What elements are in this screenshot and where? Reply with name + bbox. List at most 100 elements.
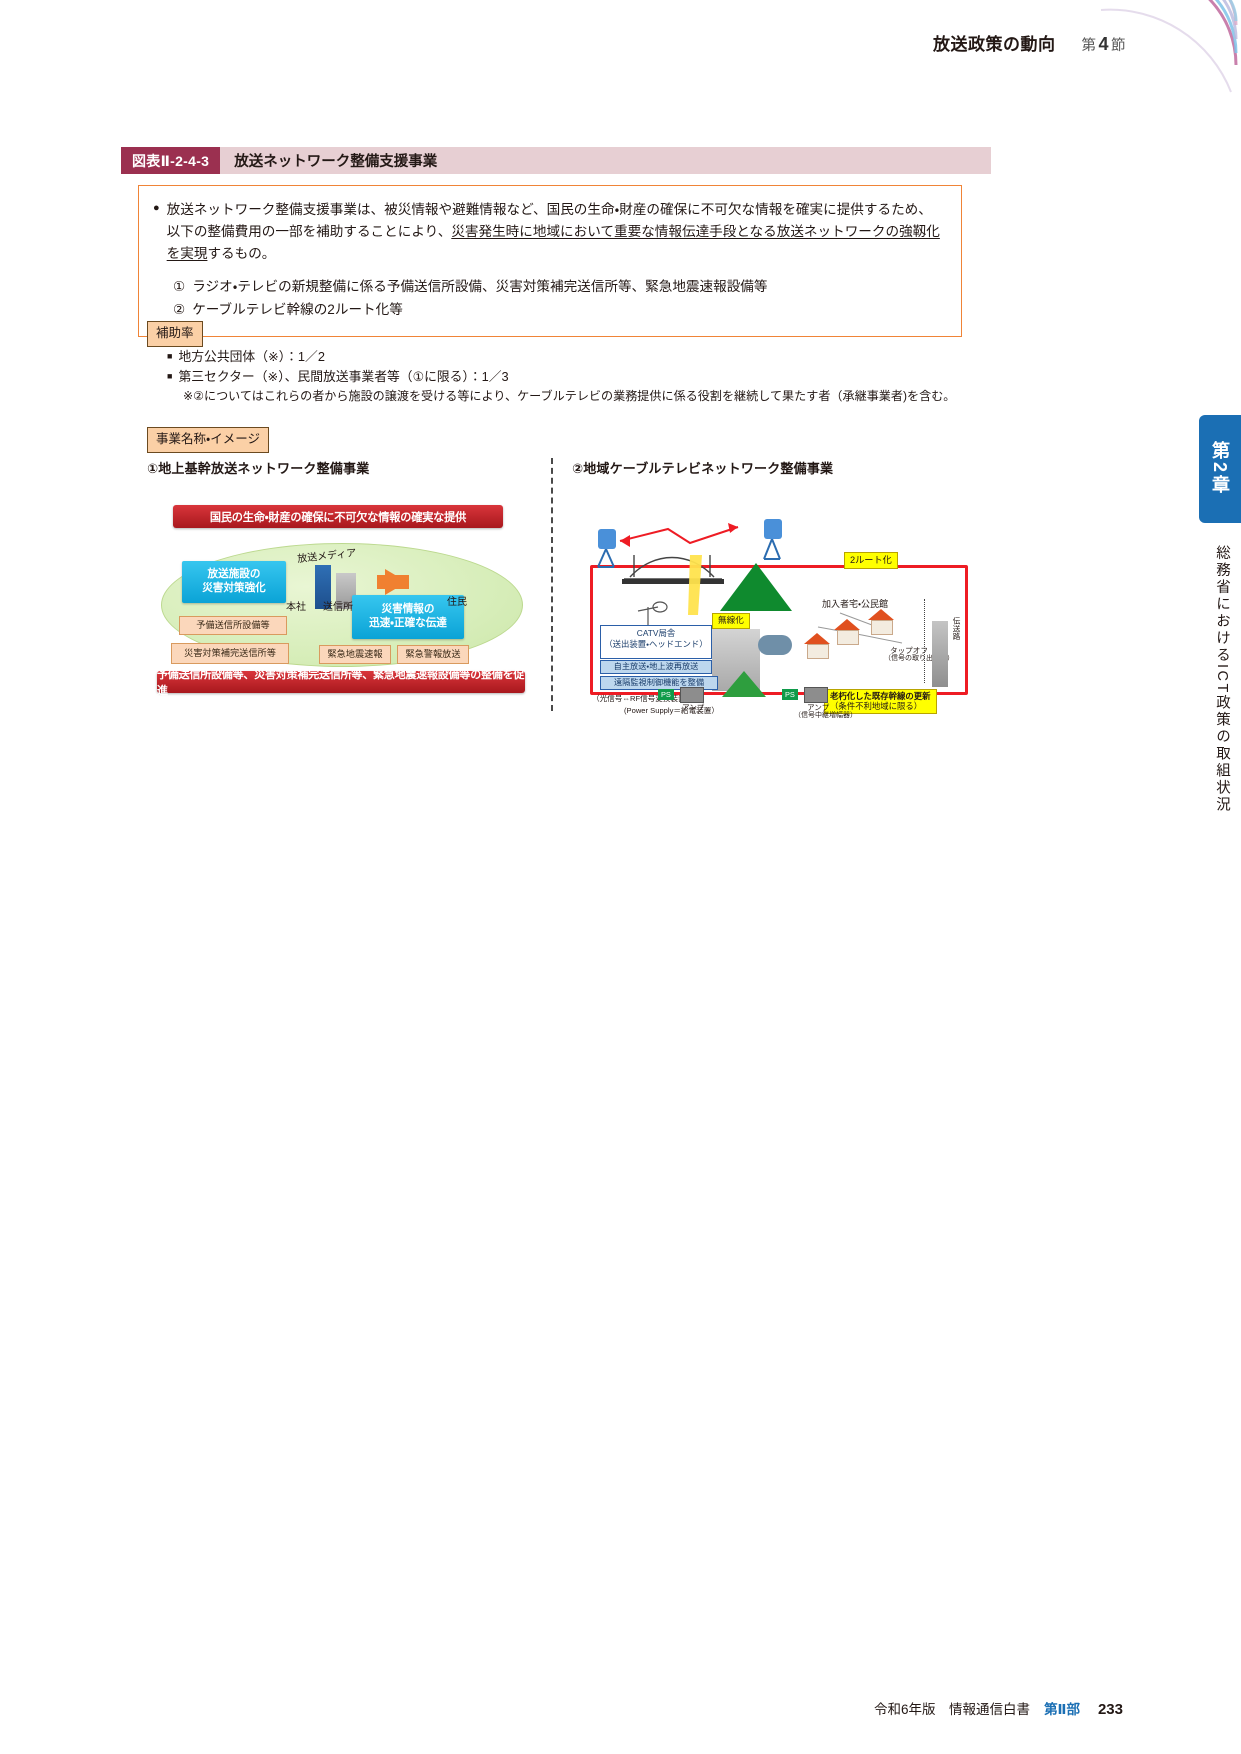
summary-lead-part1: 放送ネットワーク整備支援事業は、被災情報や避難情報など、国民の生命・財産の確保に… bbox=[166, 202, 932, 240]
summary-item-number: ② bbox=[173, 302, 186, 318]
subsidy-footnote: ※②についてはこれらの者から施設の譲渡を受ける等により、ケーブルテレビの業務提供… bbox=[183, 388, 956, 403]
left-peach-eew: 緊急地震速報 bbox=[319, 645, 391, 664]
subsidy-rate-text: 地方公共団体（※）：1／2 bbox=[178, 349, 325, 364]
diagram-right-heading: ②地域ケーブルテレビネットワーク整備事業 bbox=[572, 461, 834, 476]
section-prefix: 第 bbox=[1081, 38, 1097, 54]
project-image-chip: 事業名称・イメージ bbox=[147, 427, 270, 453]
chapter-tab: 第2章 bbox=[1199, 415, 1241, 523]
catv-box-selfbroadcast: 自主放送・地上波再放送 bbox=[600, 660, 712, 674]
house-roof-icon bbox=[834, 619, 860, 630]
diagram-divider bbox=[551, 458, 553, 711]
tag-two-route: 2ルート化 bbox=[844, 552, 898, 569]
diagram-right-illustration: 2ルート化 無線化 老朽化した既存幹線の更新 （条件不利地域に限る） CATV局… bbox=[572, 503, 997, 719]
left-label-honsha: 本社 bbox=[286, 602, 306, 613]
transmitter-building-icon bbox=[336, 573, 356, 609]
summary-item: ② ケーブルテレビ幹線の2ルート化等 bbox=[173, 298, 945, 321]
footer-edition: 令和6年版 情報通信白書 bbox=[874, 1702, 1031, 1717]
side-vertical-title: 総務省におけるICT政策の取組状況 bbox=[1214, 545, 1230, 814]
figure-title: 放送ネットワーク整備支援事業 bbox=[234, 154, 438, 170]
tag-old-sub: （条件不利地域に限る） bbox=[830, 700, 923, 711]
house-body-icon bbox=[807, 644, 829, 659]
footer-part: 第Ⅱ部 bbox=[1044, 1702, 1080, 1717]
subsidy-rate-chip: 補助率 bbox=[147, 321, 203, 347]
figure-caption-bar: 図表Ⅱ-2-4-3 放送ネットワーク整備支援事業 bbox=[121, 147, 991, 174]
left-cyan-box-facility: 放送施設の 災害対策強化 bbox=[182, 561, 286, 603]
left-label-residents: 住民 bbox=[447, 597, 467, 608]
summary-lead: ● 放送ネットワーク整備支援事業は、被災情報や避難情報など、国民の生命・財産の確… bbox=[153, 199, 945, 265]
label-amp-right: アンプ bbox=[807, 703, 830, 712]
left-peach-spare-transmitter: 予備送信所設備等 bbox=[179, 616, 287, 635]
amplifier-icon-left bbox=[680, 687, 704, 703]
section-number: 4 bbox=[1098, 34, 1109, 54]
catv-station-box: CATV局舎 （送出装置・ヘッドエンド） bbox=[600, 625, 712, 659]
left-peach-backup-station: 災害対策補完送信所等 bbox=[171, 643, 289, 664]
house-roof-icon bbox=[868, 609, 894, 620]
house-roof-icon bbox=[804, 633, 830, 644]
diagram-area: ①地上基幹放送ネットワーク整備事業 国民の生命・財産の確保に不可欠な情報の確実な… bbox=[147, 458, 997, 733]
diagram-column-right: ②地域ケーブルテレビネットワーク整備事業 bbox=[572, 458, 997, 719]
note-power-supply: (Power Supply＝給電装置） bbox=[624, 706, 719, 715]
label-amp-left: アンプ bbox=[682, 703, 705, 712]
label-tapoff: タップオフ bbox=[890, 646, 928, 655]
label-subscriber-home: 加入者宅・公民館 bbox=[822, 599, 889, 609]
house-body-icon bbox=[871, 620, 893, 635]
page-header-title: 放送政策の動向 bbox=[932, 35, 1056, 54]
left-cyan-a-line2: 災害対策強化 bbox=[202, 582, 266, 594]
footer-page-number: 233 bbox=[1097, 1701, 1123, 1718]
right-diagram-svg bbox=[597, 519, 903, 644]
summary-lead-part2: するもの。 bbox=[207, 246, 276, 262]
diagram-left-heading: ①地上基幹放送ネットワーク整備事業 bbox=[147, 461, 370, 476]
summary-item-text: ケーブルテレビ幹線の2ルート化等 bbox=[192, 302, 403, 318]
figure-number-tag: 図表Ⅱ-2-4-3 bbox=[121, 147, 221, 174]
tag-existing-line-renewal: 老朽化した既存幹線の更新 （条件不利地域に限る） bbox=[824, 689, 937, 715]
summary-box: ● 放送ネットワーク整備支援事業は、被災情報や避難情報など、国民の生命・財産の確… bbox=[138, 185, 962, 337]
corner-decoration bbox=[981, 0, 1241, 120]
subsidy-rate-list: ■ 地方公共団体（※）：1／2 ■ 第三セクター（※）、民間放送事業者等（①に限… bbox=[167, 347, 997, 405]
note-optical-converter: （光信号⇔RF信号変換装置） bbox=[592, 694, 694, 703]
bullet-glyph-icon: ● bbox=[153, 202, 160, 214]
subsidy-rate-row: ■ 第三セクター（※）、民間放送事業者等（①に限る）：1／3 bbox=[167, 367, 997, 387]
ps-chip-right: PS bbox=[782, 689, 798, 701]
page-footer: 令和6年版 情報通信白書 第Ⅱ部 233 bbox=[874, 1698, 1123, 1718]
chapter-tab-label: 第2章 bbox=[1210, 441, 1230, 497]
left-cyan-b-line1: 災害情報の bbox=[381, 603, 435, 616]
left-cyan-a-line1: 放送施設の bbox=[207, 568, 261, 581]
transmission-pole-icon bbox=[932, 621, 948, 687]
small-hill-icon bbox=[722, 671, 766, 697]
mountain-icon bbox=[720, 563, 792, 611]
left-banner-bottom: 予備送信所設備等、災害対策補完送信所等、緊急地震速報設備等の整備を促進 bbox=[157, 669, 525, 697]
section-suffix: 節 bbox=[1111, 38, 1126, 54]
amplifier-icon-right bbox=[804, 687, 828, 703]
square-bullet-icon: ■ bbox=[167, 351, 173, 361]
tag-wireless: 無線化 bbox=[712, 613, 750, 629]
left-peach-emergency-broadcast: 緊急警報放送 bbox=[397, 645, 469, 664]
catv-line1: CATV局舎 bbox=[636, 628, 676, 638]
left-label-transmitter: 送信所 bbox=[323, 602, 353, 613]
broadcast-tower-icon bbox=[315, 565, 331, 609]
summary-lead-text: 放送ネットワーク整備支援事業は、被災情報や避難情報など、国民の生命・財産の確保に… bbox=[167, 199, 945, 265]
diagram-left-illustration: 国民の生命・財産の確保に不可欠な情報の確実な提供 放送メディア 放送施設の 災害… bbox=[147, 503, 537, 703]
summary-item-text: ラジオ・テレビの新規整備に係る予備送信所設備、災害対策補完送信所等、緊急地震速報… bbox=[192, 279, 768, 295]
orange-arrow-icon bbox=[377, 569, 409, 595]
summary-item: ① ラジオ・テレビの新規整備に係る予備送信所設備、災害対策補完送信所等、緊急地震… bbox=[173, 275, 945, 298]
subsidy-rate-text: 第三セクター（※）、民間放送事業者等（①に限る）：1／3 bbox=[178, 368, 509, 384]
dotted-transmission-line bbox=[924, 599, 925, 683]
rain-cloud-icon bbox=[758, 635, 792, 655]
left-cyan-b-line2: 迅速・正確な伝達 bbox=[369, 617, 447, 629]
label-amp-right-sub: （信号中継増幅器） bbox=[794, 712, 857, 719]
left-cyan-box-delivery: 災害情報の 迅速・正確な伝達 bbox=[352, 595, 464, 639]
label-tapoff-sub: （信号の取り出し口） bbox=[884, 655, 954, 662]
catv-line2: （送出装置・ヘッドエンド） bbox=[604, 638, 708, 649]
square-bullet-icon: ■ bbox=[167, 370, 173, 381]
tag-old-bold: 老朽化した既存幹線の更新 bbox=[830, 691, 931, 701]
summary-item-number: ① bbox=[173, 279, 186, 295]
ps-chip-left: PS bbox=[658, 689, 674, 701]
house-body-icon bbox=[837, 630, 859, 645]
subsidy-rate-row: ■ 地方公共団体（※）：1／2 bbox=[167, 347, 997, 367]
label-transmission-path: 伝送路 bbox=[952, 617, 961, 640]
diagram-column-left: ①地上基幹放送ネットワーク整備事業 国民の生命・財産の確保に不可欠な情報の確実な… bbox=[147, 458, 537, 703]
summary-lead-underlined: 災害発生時に地域において重要な情報伝達手段となる放送ネットワークの強靱化を実現 bbox=[166, 224, 940, 262]
summary-item-list: ① ラジオ・テレビの新規整備に係る予備送信所設備、災害対策補完送信所等、緊急地震… bbox=[153, 275, 945, 322]
